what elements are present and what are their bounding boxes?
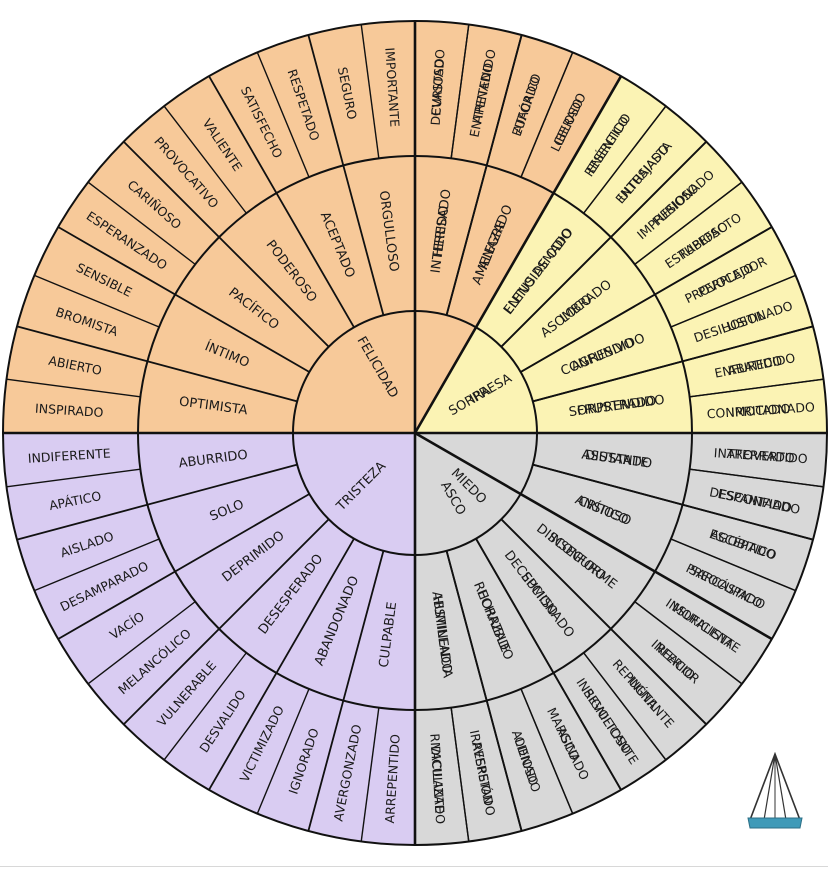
middle-divider [208, 75, 355, 328]
outer-label-arrepentido: ARREPENTIDO [382, 734, 403, 824]
outer-divider [360, 707, 380, 842]
outer-divider [520, 688, 574, 814]
middle-divider [208, 538, 355, 791]
outer-divider [256, 688, 310, 814]
middle-divider [532, 463, 814, 541]
segment-sorpresa [415, 76, 827, 433]
outer-divider [689, 468, 824, 488]
outer-divider [634, 181, 743, 265]
outer-label-ridiculizado: RIDICULIZADO [427, 733, 448, 825]
outer-divider [634, 601, 743, 685]
outer-divider [256, 52, 310, 178]
bottom-divider [0, 866, 828, 867]
outer-divider [6, 468, 141, 488]
outer-divider [87, 601, 196, 685]
emotion-divider [413, 75, 623, 434]
outer-divider [583, 652, 667, 761]
outer-divider [34, 274, 160, 328]
outer-divider [6, 378, 141, 398]
outer-divider [34, 538, 160, 592]
outer-label-devastado: DEVASTADO [428, 48, 448, 125]
middle-divider [445, 550, 523, 832]
middle-divider [307, 550, 385, 832]
outer-divider [163, 105, 247, 214]
outer-label-aterrado: ATERRADO [726, 446, 795, 465]
outer-label-conmocionado: CONMOCIONADO [706, 399, 815, 421]
outer-divider [583, 105, 667, 214]
outer-label-indiferente: INDIFERENTE [27, 445, 111, 465]
middle-divider [475, 538, 622, 791]
wheel-dividers [2, 20, 828, 846]
outer-divider [87, 181, 196, 265]
middle-divider [123, 518, 330, 725]
outer-label-introvertido: INTROVERTIDO [713, 445, 808, 466]
outer-divider [163, 652, 247, 761]
outer-divider [450, 707, 470, 842]
outer-divider [689, 378, 824, 398]
middle-divider [500, 141, 707, 348]
pyramid-icon [747, 752, 803, 829]
middle-divider [307, 34, 385, 316]
middle-ring [137, 155, 693, 711]
outer-label-vacilante: VACILANTE [428, 744, 447, 814]
outer-divider [450, 24, 470, 159]
middle-divider [520, 493, 773, 640]
middle-divider [57, 493, 310, 640]
middle-label-herido: HERIDO [431, 205, 453, 258]
outer-divider [670, 274, 796, 328]
middle-divider [500, 518, 707, 725]
outer-label-irritado: IRRITADO [731, 401, 791, 420]
outer-divider [520, 52, 574, 178]
middle-divider [123, 141, 330, 348]
outer-divider [670, 538, 796, 592]
middle-divider [520, 226, 773, 373]
outer-label-importante: IMPORTANTE [382, 47, 402, 128]
inner-ring [292, 310, 538, 556]
middle-divider [532, 325, 814, 403]
middle-divider [16, 463, 298, 541]
middle-divider [16, 325, 298, 403]
middle-divider [445, 34, 523, 316]
outer-ring [2, 20, 828, 846]
middle-divider [57, 226, 310, 373]
outer-label-inspirado: INSPIRADO [35, 401, 104, 420]
outer-label-curioso: CURIOSO [428, 58, 447, 117]
outer-divider [360, 24, 380, 159]
